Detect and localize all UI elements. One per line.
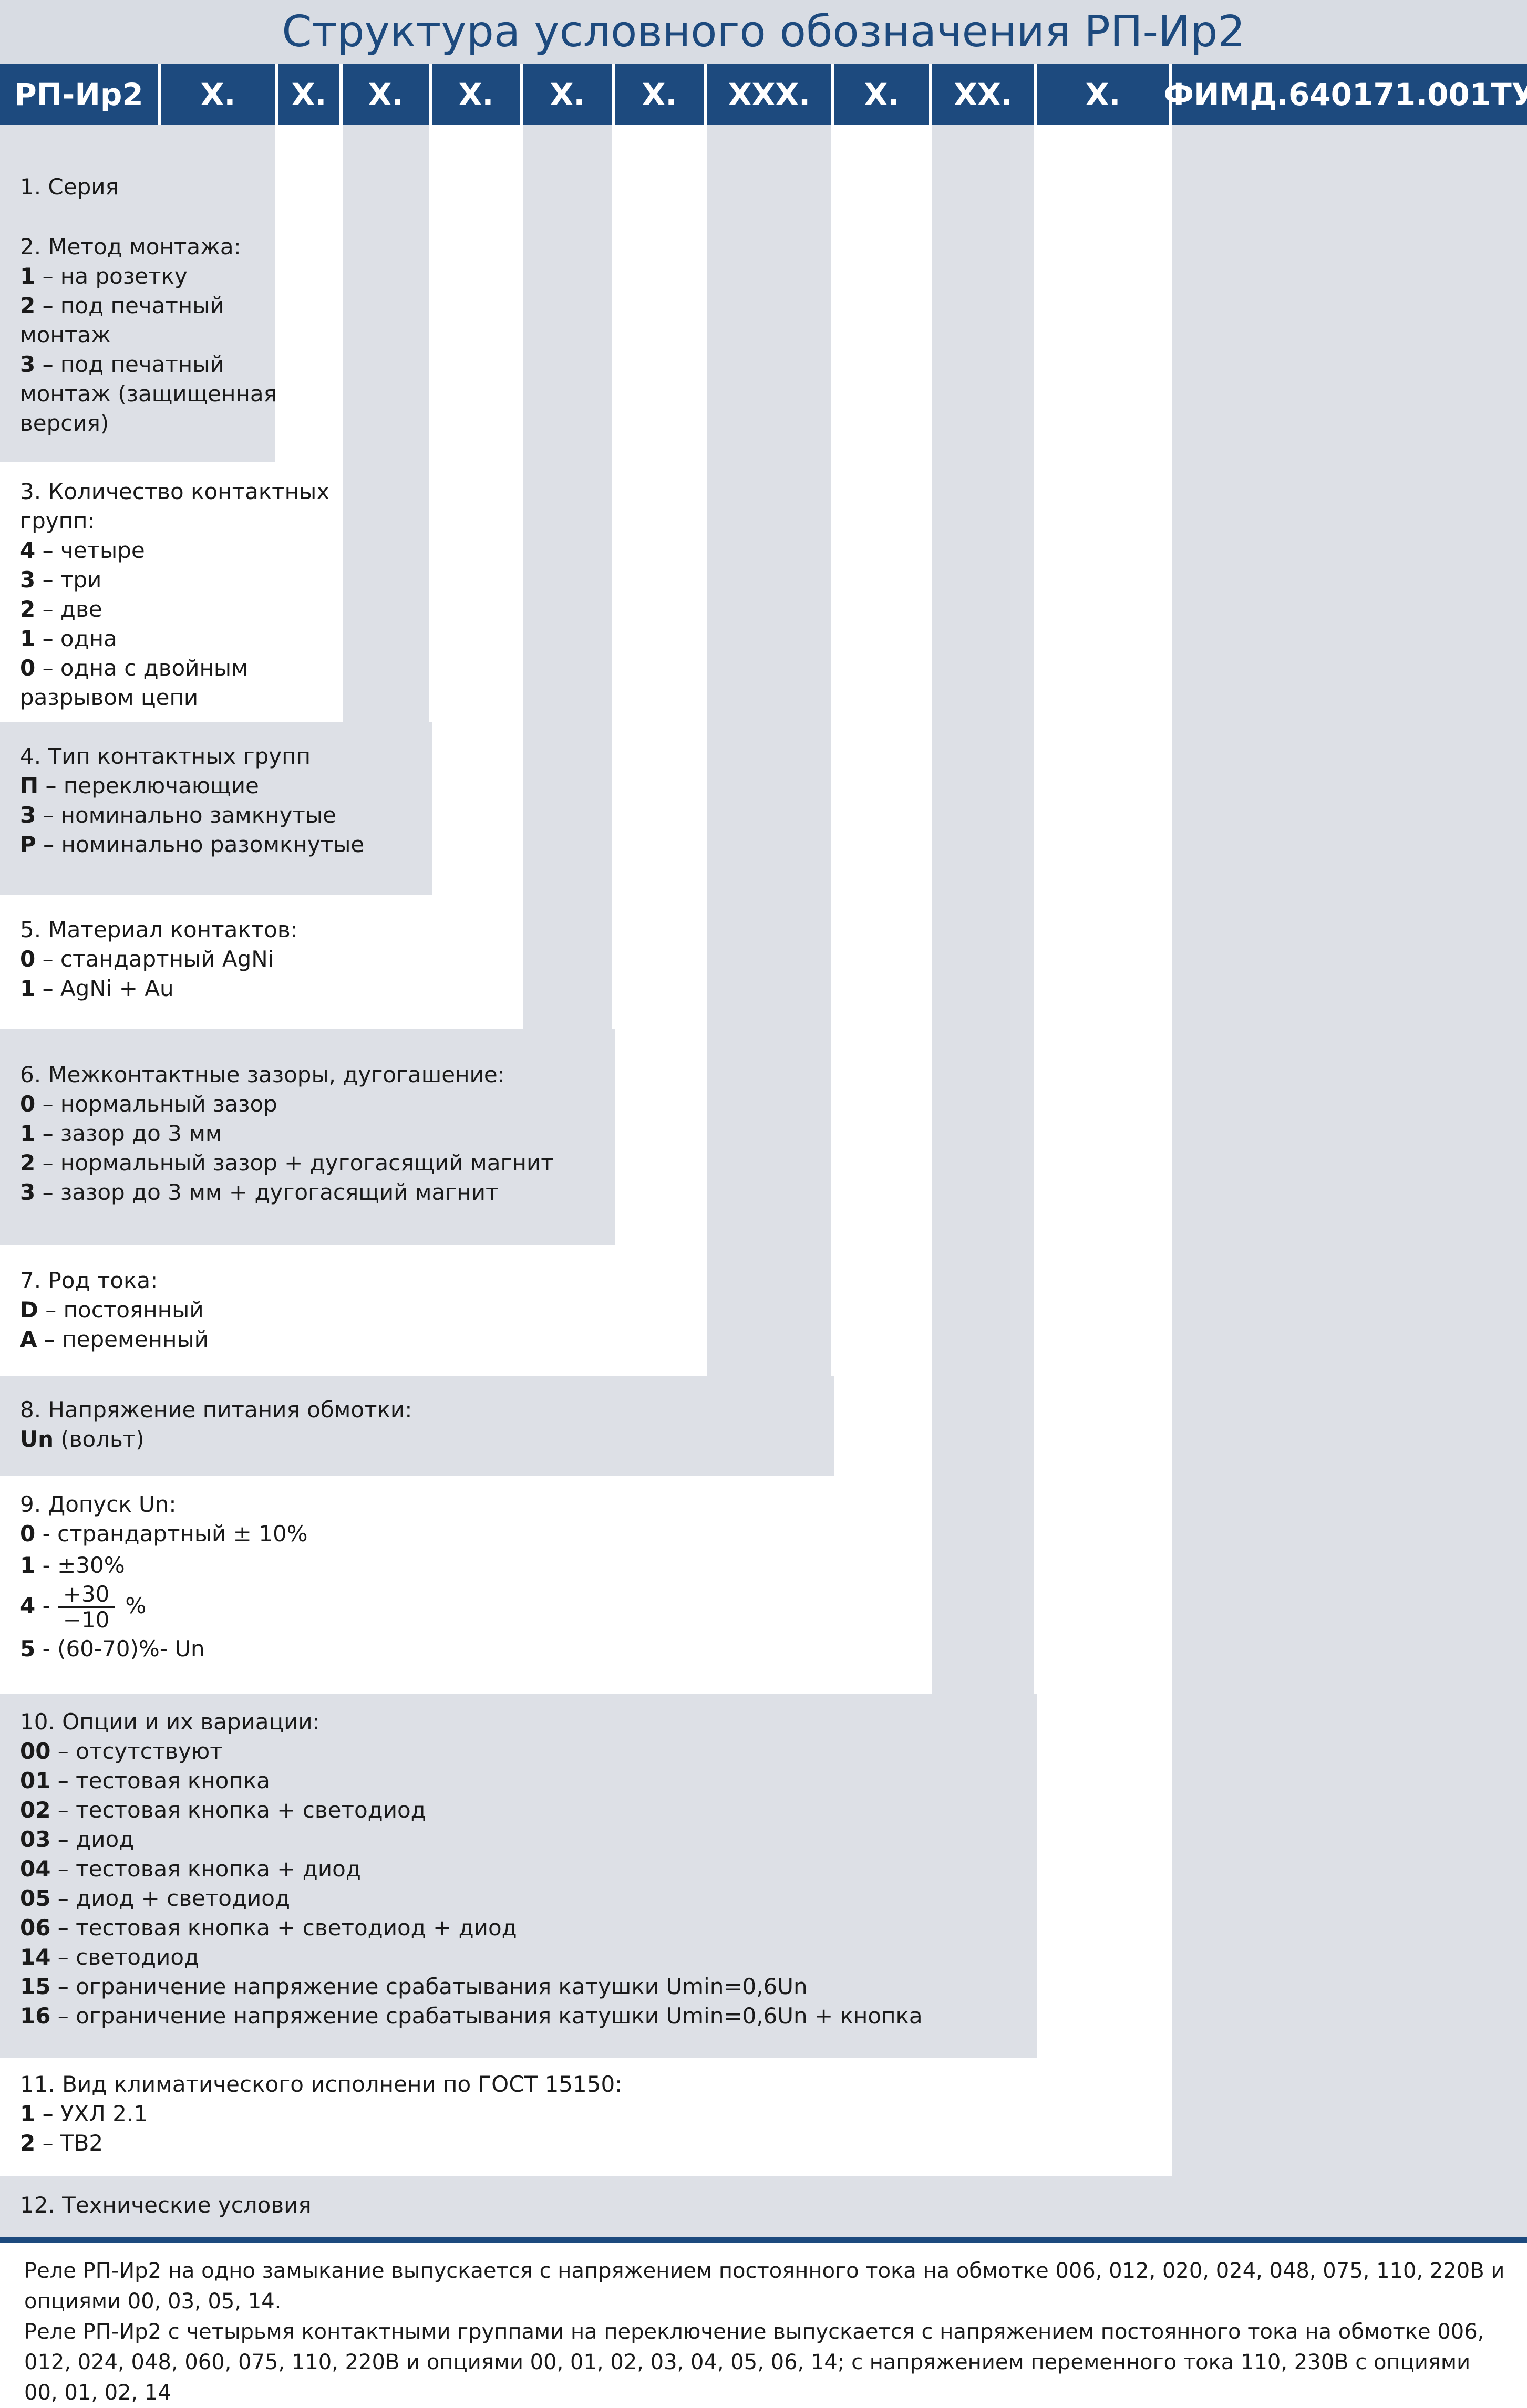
column-bar-8 <box>707 125 831 1476</box>
header-cell-7: Х. <box>615 64 704 125</box>
section-climate: 11. Вид климатического исполнени по ГОСТ… <box>20 2070 622 2158</box>
list-item: 16 – ограничение напряжение срабатывания… <box>20 2003 923 2029</box>
list-item: версия) <box>20 410 109 436</box>
section-contact-groups: 3. Количество контактных групп: 4 – четы… <box>20 477 329 712</box>
section-gaps: 6. Межконтактные зазоры, дугогашение: 0 … <box>20 1060 554 1207</box>
list-item: 1 – на розетку <box>20 263 188 289</box>
column-bar-12 <box>1172 125 1527 2236</box>
list-item: 1 – одна <box>20 626 117 651</box>
band-gaps <box>0 1029 615 1245</box>
footer-divider <box>0 2237 1527 2243</box>
section-heading: 1. Серия <box>20 174 119 200</box>
section-contact-type: 4. Тип контактных групп П – переключающи… <box>20 742 364 859</box>
list-item: Un (вольт) <box>20 1426 145 1452</box>
band-mounting <box>0 212 275 462</box>
list-item: разрывом цепи <box>20 684 199 710</box>
list-item: D – постоянный <box>20 1297 204 1323</box>
list-item: 0 – нормальный зазор <box>20 1091 277 1117</box>
header-cell-5: Х. <box>432 64 520 125</box>
list-item: Р – номинально разомкнутые <box>20 832 365 857</box>
footer-note: Реле РП-Ир2 на одно замыкание выпускаетс… <box>24 2259 1505 2313</box>
list-item: 1 - ±30% <box>20 1552 125 1578</box>
list-item: 0 - страндартный ± 10% <box>20 1521 308 1546</box>
section-series: 1. Серия <box>20 172 119 202</box>
section-heading: 12. Технические условия <box>20 2192 312 2218</box>
header-cell-6: Х. <box>523 64 612 125</box>
list-item: 2 – нормальный зазор + дугогасящий магни… <box>20 1150 554 1176</box>
list-item: 0 – стандартный AgNi <box>20 946 274 972</box>
list-item: 4 – четыре <box>20 537 145 563</box>
section-heading: 2. Метод монтажа: <box>20 234 241 260</box>
section-heading: 6. Межконтактные зазоры, дугогашение: <box>20 1062 505 1087</box>
header-cell-10: ХХ. <box>932 64 1034 125</box>
list-item: 15 – ограничение напряжение срабатывания… <box>20 1974 808 1999</box>
section-heading: 8. Напряжение питания обмотки: <box>20 1397 412 1423</box>
list-item: монтаж <box>20 322 111 348</box>
section-heading: 7. Род тока: <box>20 1268 158 1293</box>
list-item: 1 – зазор до 3 мм <box>20 1120 222 1146</box>
band-voltage <box>0 1376 834 1476</box>
list-item: 05 – диод + светодиод <box>20 1885 291 1911</box>
band-series <box>0 125 161 212</box>
list-item: A – переменный <box>20 1326 209 1352</box>
header-cell-3: Х. <box>278 64 339 125</box>
header-cell-4: Х. <box>343 64 429 125</box>
list-item: 00 – отсутствуют <box>20 1738 223 1764</box>
header-cell-series: РП-Ир2 <box>0 64 158 125</box>
header-cell-2: Х. <box>161 64 275 125</box>
list-item: 01 – тестовая кнопка <box>20 1768 270 1793</box>
header-cell-spec: ФИМД.640171.001ТУ <box>1164 64 1527 125</box>
list-item: 04 – тестовая кнопка + диод <box>20 1856 361 1882</box>
section-coil-voltage: 8. Напряжение питания обмотки: Un (вольт… <box>20 1395 412 1454</box>
list-item: 02 – тестовая кнопка + светодиод <box>20 1797 426 1823</box>
section-options: 10. Опции и их вариации: 00 – отсутствую… <box>20 1707 923 2031</box>
list-item: 3 – под печатный <box>20 351 224 377</box>
section-current-type: 7. Род тока: D – постоянный A – переменн… <box>20 1266 209 1354</box>
section-mounting: 2. Метод монтажа: 1 – на розетку 2 – под… <box>20 232 277 438</box>
list-item-fraction: 4 -+30−10% <box>20 1581 147 1633</box>
band-options <box>0 1694 1037 2058</box>
list-item: 03 – диод <box>20 1826 135 1852</box>
list-item: 14 – светодиод <box>20 1944 200 1970</box>
list-item: 06 – тестовая кнопка + светодиод + диод <box>20 1915 517 1940</box>
list-item: 3 – зазор до 3 мм + дугогасящий магнит <box>20 1179 499 1205</box>
list-item: 2 – под печатный <box>20 293 224 318</box>
list-item: 5 - (60-70)%- Un <box>20 1636 205 1662</box>
page-title: Структура условного обозначения РП-Ир2 <box>0 0 1527 64</box>
list-item: 2 – две <box>20 596 102 622</box>
designation-header: РП-Ир2 Х. Х. Х. Х. Х. Х. ХХХ. Х. ХХ. Х. … <box>0 64 1527 125</box>
band-contact-type <box>0 722 432 895</box>
list-item: 3 – три <box>20 567 102 593</box>
section-heading: 3. Количество контактных <box>20 479 330 504</box>
list-item: 2 – ТВ2 <box>20 2130 104 2156</box>
header-cell-9: Х. <box>834 64 929 125</box>
band-spec <box>0 2176 1527 2237</box>
list-item: П – переключающие <box>20 773 259 798</box>
list-item: 1 – УХЛ 2.1 <box>20 2101 148 2126</box>
footer-note: Реле РП-Ир2 с четырьмя контактными групп… <box>24 2320 1484 2405</box>
list-item: 0 – одна с двойным <box>20 655 248 681</box>
section-spec: 12. Технические условия <box>20 2191 312 2220</box>
fraction: +30−10 <box>57 1582 115 1632</box>
section-heading: 10. Опции и их вариации: <box>20 1709 320 1735</box>
list-item: 1 – AgNi + Au <box>20 975 174 1001</box>
header-cell-11: Х. <box>1037 64 1169 125</box>
section-heading: 9. Допуск Un: <box>20 1491 177 1517</box>
header-cell-8: ХХХ. <box>707 64 831 125</box>
section-heading: 5. Материал контактов: <box>20 917 298 942</box>
section-heading: 11. Вид климатического исполнени по ГОСТ… <box>20 2071 623 2097</box>
list-item: групп: <box>20 508 95 534</box>
footer-notes: Реле РП-Ир2 на одно замыкание выпускаетс… <box>24 2256 1506 2408</box>
list-item: З – номинально замкнутые <box>20 802 336 828</box>
list-item: монтаж (защищенная <box>20 381 277 407</box>
section-heading: 4. Тип контактных групп <box>20 743 311 769</box>
section-tolerance: 9. Допуск Un: 0 - страндартный ± 10% 1 -… <box>20 1490 308 1664</box>
section-contact-material: 5. Материал контактов: 0 – стандартный A… <box>20 915 298 1003</box>
